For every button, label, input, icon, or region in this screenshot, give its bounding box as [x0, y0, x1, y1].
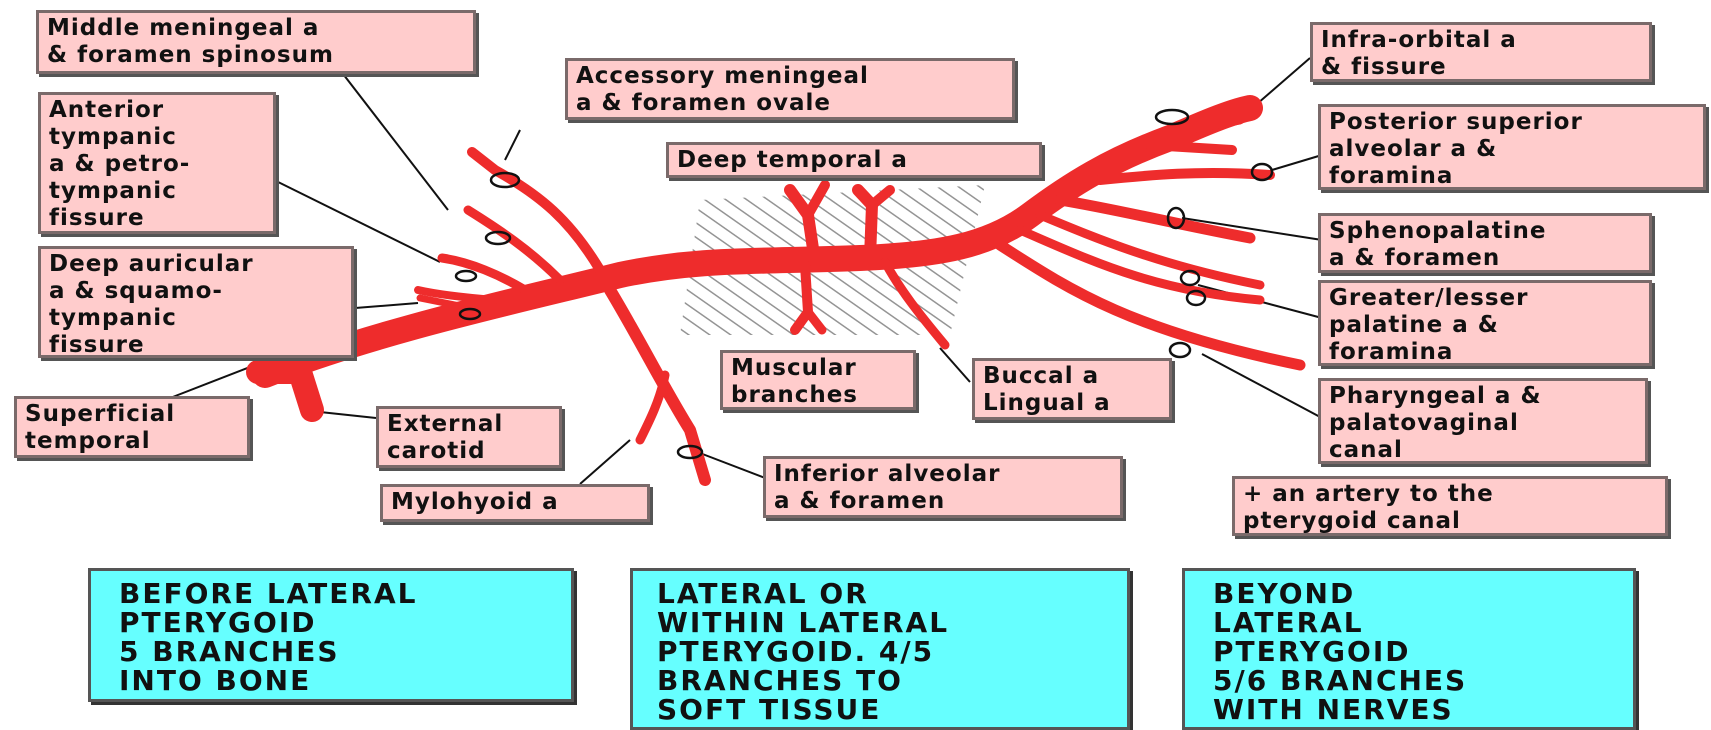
label-mylohyoid: Mylohyoid a [380, 484, 650, 522]
label-pharyngeal: Pharyngeal a & palatovaginal canal [1318, 378, 1648, 464]
summary-within-lateral-pterygoid: LATERAL OR WITHIN LATERAL PTERYGOID. 4/5… [630, 568, 1130, 730]
label-superficial-temporal: Superficial temporal [14, 396, 250, 458]
label-buccal-lingual: Buccal a Lingual a [972, 358, 1172, 420]
label-greater-lesser-palatine: Greater/lesser palatine a & foramina [1318, 280, 1652, 366]
label-anterior-tympanic: Anterior tympanic a & petro- tympanic fi… [38, 92, 276, 234]
label-sphenopalatine: Sphenopalatine a & foramen [1318, 213, 1652, 273]
label-pterygoid-canal: + an artery to the pterygoid canal [1232, 476, 1668, 536]
label-deep-temporal: Deep temporal a [666, 142, 1042, 178]
label-posterior-superior-alveolar: Posterior superior alveolar a & foramina [1318, 104, 1706, 190]
label-accessory-meningeal: Accessory meningeal a & foramen ovale [565, 58, 1015, 120]
label-external-carotid: External carotid [376, 406, 562, 468]
label-inferior-alveolar: Inferior alveolar a & foramen [763, 456, 1123, 518]
summary-beyond-lateral-pterygoid: BEYOND LATERAL PTERYGOID 5/6 BRANCHES WI… [1182, 568, 1636, 730]
label-deep-auricular: Deep auricular a & squamo- tympanic fiss… [38, 246, 354, 358]
summary-before-lateral-pterygoid: BEFORE LATERAL PTERYGOID 5 BRANCHES INTO… [88, 568, 574, 702]
label-infra-orbital: Infra-orbital a & fissure [1310, 22, 1652, 82]
label-muscular-branches: Muscular branches [720, 350, 916, 410]
label-middle-meningeal: Middle meningeal a & foramen spinosum [36, 10, 476, 74]
